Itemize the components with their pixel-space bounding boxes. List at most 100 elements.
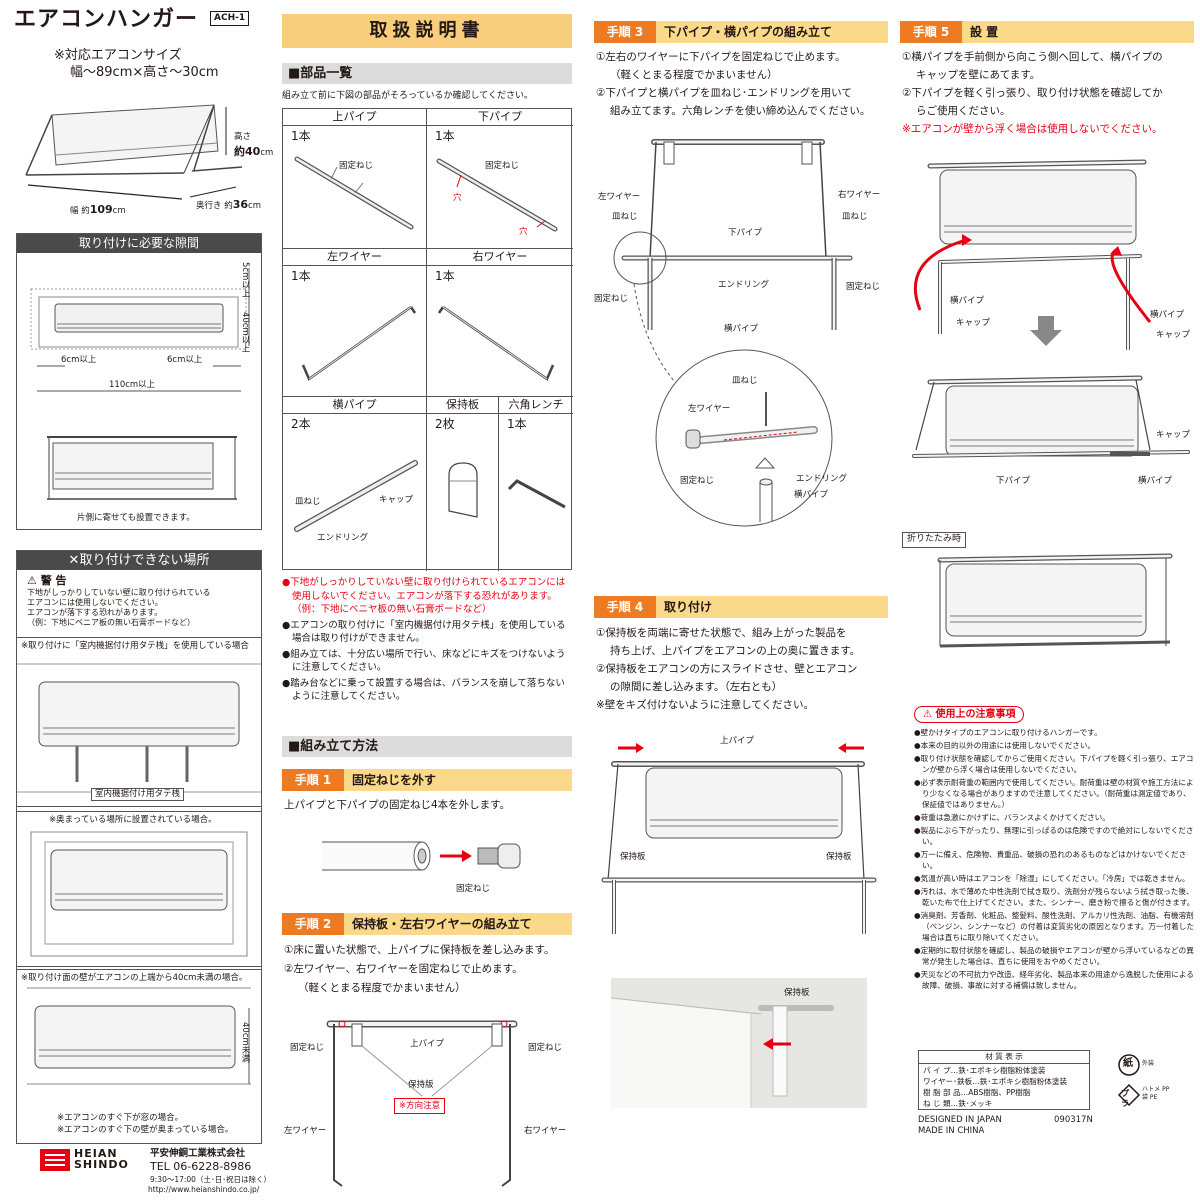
step-4-plate-right: 保持板 [826,852,852,862]
warning-text: 下地がしっかりしていない壁に取り付けられているエアコンには使用しないでください。… [27,588,211,628]
step-3-text: ①左右のワイヤーに下パイプを固定ねじで止めます。（軽くとまる程度でかまいません）… [596,51,871,117]
step-3-drawing [613,139,853,527]
step-1-label: 固定ねじ [456,884,491,894]
step-2-screw-right: 固定ねじ [528,1043,563,1053]
case-2-drawing [30,831,248,957]
step-5-cap-right: キャップ [1156,330,1191,340]
company-name: 平安伸銅工業株式会社 [150,1148,246,1159]
caution-item: ●気温が高い時はエアコンを「除湿」にしてください。「冷房」では乾きません。 [914,874,1190,883]
caution-item: ●製品にぶら下がったり、無理に引っぱるのは危険ですので絶対にしないでください。 [914,826,1194,846]
step-3-wire-right: 右ワイヤー [838,190,881,200]
step-2-direction: ※方向注意 [394,1098,446,1114]
part-left-wire: 左ワイヤー 1本 [283,249,427,397]
warning-block: ⚠ 警 告 下地がしっかりしていない壁に取り付けられているエアコンには使用しない… [17,570,261,632]
step-3-flat-right: 皿ねじ [842,212,868,222]
warning-item-4: ●踏み台などに乗って設置する場合は、バランスを崩して落ちないように注意してくださ… [282,677,565,703]
materials-title: 材 質 表 示 [919,1051,1089,1064]
dim-height: 約40cm [234,145,274,158]
caution-triangle-icon: ⚠ [923,709,932,720]
part-holding-plate: 保持板 2枚 [427,397,499,571]
company-url[interactable]: http://www.heianshindo.co.jp/ [148,1185,260,1194]
size-notes: ※対応エアコンサイズ 幅～89cm×高さ～30cm [54,47,219,81]
step-3-side: 横パイプ [724,324,759,334]
clearance-diagram [30,268,250,392]
step-2-wire-right: 右ワイヤー [524,1126,567,1136]
company-hours: 9:30～17:00（土･日･祝日は除く） [150,1175,271,1184]
step-2-screw-left: 固定ねじ [290,1043,325,1053]
step-4-upper: 上パイプ [720,736,755,746]
part-hex-wrench: 六角レンチ 1本 [499,397,573,571]
step-4-text: ①保持板を両端に寄せた状態で、組み上がった製品を持ち上げ、上パイプをエアコンの上… [596,627,861,711]
zoom-side: 横パイプ [794,490,829,500]
step-5-cap-left: キャップ [956,318,991,328]
dim-depth: 奥行き 約36cm [196,198,261,211]
step-3-screw-right: 固定ねじ [846,282,881,292]
caution-item: ●本来の目的以外の用途には使用しないでください。 [914,741,1096,750]
step-5-drawing [912,159,1190,458]
materials-table: 材 質 表 示 パ イ プ…鉄･エポキシ樹脂粉体塗装ワイヤー･鉄板…鉄･エポキシ… [918,1050,1090,1110]
materials-rows: パ イ プ…鉄･エポキシ樹脂粉体塗装ワイヤー･鉄板…鉄･エポキシ樹脂粉体塗装樹 … [923,1066,1068,1108]
step-1-drawing [322,841,521,871]
warning-item-2: ●エアコンの取り付けに「室内機据付け用タテ桟」を使用している場合は取り付けができ… [282,619,566,645]
step-2-plate: 保持版 [408,1080,434,1090]
prohibited-title: ✕取り付けできない場所 [17,551,261,570]
case-1-label: 室内機据付け用タテ桟 [91,788,185,802]
zoom-flat: 皿ねじ [732,376,758,386]
part-side-pipe: 横パイプ 2本 皿ねじ キャップ エンドリング [283,397,427,571]
caution-item: ●定期的に取付状態を確認し、製品の破損やエアコンが壁から浮いているなどの異常が発… [914,946,1194,966]
case-1: ※取り付けに「室内機据付け用タテ桟」を使用している場合 室内機据付け用タテ桟 [17,637,261,807]
step-4-photo-plate: 保持板 [784,988,810,998]
step-5-side2: 横パイプ [1138,476,1173,486]
step-2-drawing [326,1020,518,1187]
case-3: ※取り付け面の壁がエアコンの上端から40cm未満の場合。 40cm未満 ※エアコ… [17,969,261,1145]
dim-height-label: 高さ [234,132,252,142]
product-title: エアコンハンガー [14,7,199,32]
case-2: ※奥まっている場所に設置されている場合。 [17,811,261,967]
step-5-side-left: 横パイプ [950,296,985,306]
step-2-text: ①床に置いた状態で、上パイプに保持板を差し込みます。②左ワイヤー、右ワイヤーを固… [284,944,555,994]
model-badge: ACH-1 [210,11,250,26]
clear-width: 110cm以上 [109,380,156,390]
footer-code: 090317N [1054,1115,1093,1125]
step-5-side-right: 横パイプ [1150,310,1185,320]
part-upper-pipe: 上パイプ 1本 固定ねじ [283,109,427,249]
case-3-notes: ※エアコンのすぐ下が窓の場合。※エアコンのすぐ下の壁が奥まっている場合。 [57,1113,234,1135]
step-3-flat-left: 皿ねじ [612,212,638,222]
case-1-drawing [17,663,261,793]
caution-list: ●壁かけタイプのエアコンに取り付けるハンガーです。 ●本来の目的以外の用途には使… [914,727,1196,991]
warning-title: ⚠ 警 告 [27,574,67,587]
caution-item: ●壁かけタイプのエアコンに取り付けるハンガーです。 [914,728,1102,737]
parts-title: ■部品一覧 [282,63,572,84]
case-3-drawing [27,987,251,1085]
heian-logo-icon [40,1149,70,1171]
step-4-drawing [601,743,877,934]
caution-title: ⚠ 使用上の注意事項 [914,706,1025,723]
zoom-endring: エンドリング [796,474,848,484]
step-5-cap2: キャップ [1156,430,1191,440]
caution-block: ⚠ 使用上の注意事項 ●壁かけタイプのエアコンに取り付けるハンガーです。 ●本来… [914,706,1196,993]
step-1-text: 上パイプと下パイプの固定ねじ4本を外します。 [284,799,511,811]
size-note-1: ※対応エアコンサイズ [54,48,182,63]
manual-warnings: ●下地がしっかりしていない壁に取り付けられているエアコンには使用しないでください… [282,576,574,704]
zoom-wire: 左ワイヤー [688,404,731,414]
clear-left: 6cm以上 [61,355,97,365]
step-3-endring: エンドリング [718,280,770,290]
clear-right: 6cm以上 [167,355,203,365]
clearance-box: 取り付けに必要な隙間 5cm以上 40cm以上 6cm以上 6cm以上 110c… [16,233,262,530]
case-3-dim: 40cm未満 [240,1022,251,1063]
warning-item-3: ●組み立ては、十分広い場所で行い、床などにキズをつけないように注意してください。 [282,648,566,674]
dim-width: 幅 約109cm [70,203,126,216]
folded-label: 折りたたみ時 [902,532,967,548]
zoom-screw: 固定ねじ [680,476,715,486]
clear-note: 片側に寄せても設置できます。 [77,513,195,523]
step-3-wire-left: 左ワイヤー [598,192,641,202]
parts-grid: 上パイプ 1本 固定ねじ 下パイプ 1本 固定ねじ 穴 穴 左ワイヤー 1本 右… [282,108,573,571]
product-figure [25,104,243,200]
clear-height: 40cm以上 [240,312,251,353]
